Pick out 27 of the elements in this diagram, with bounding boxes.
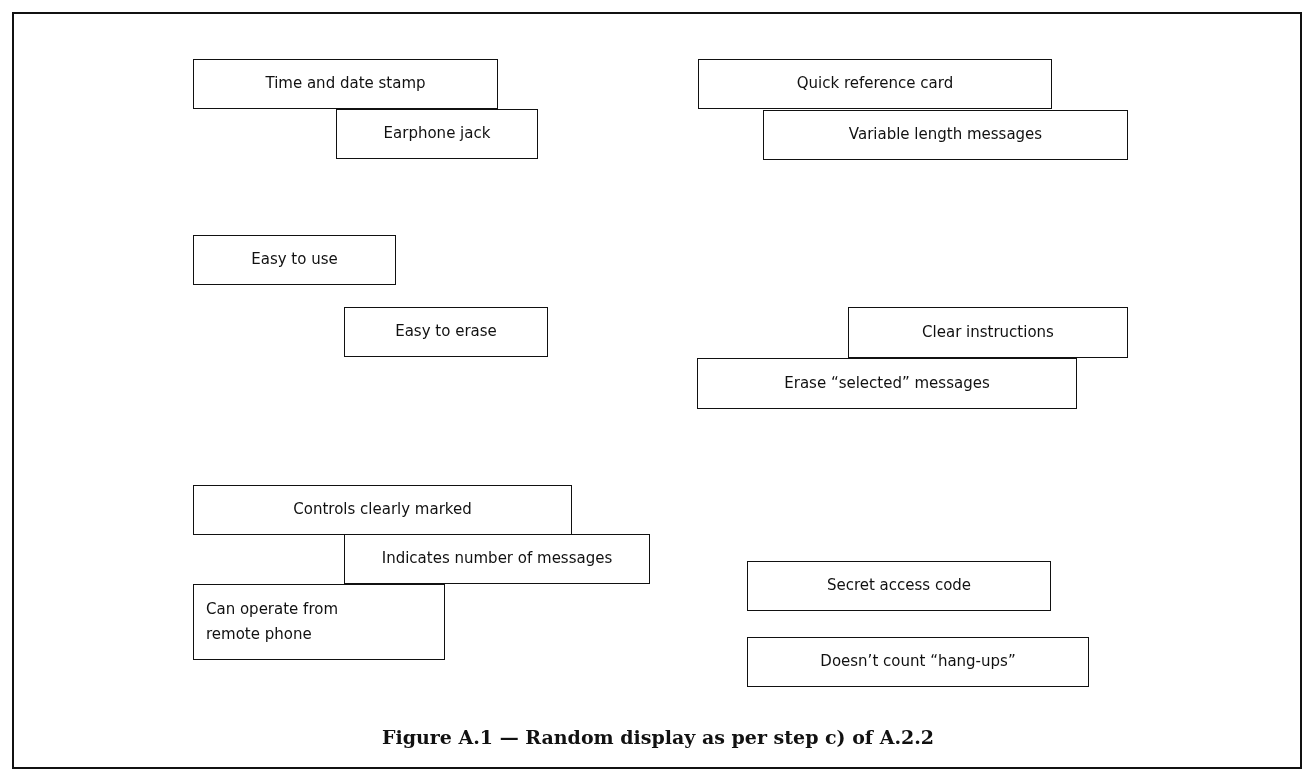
card-text: Easy to use [250, 249, 339, 271]
card [747, 637, 1089, 687]
card [193, 59, 498, 109]
card [344, 307, 548, 357]
card-text: Secret access code [825, 575, 973, 597]
card-text: Easy to erase [394, 321, 498, 343]
card [848, 307, 1128, 358]
card-text: Time and date stamp [264, 73, 427, 95]
card [697, 358, 1077, 409]
card [193, 235, 396, 285]
card-text: Clear instructions [921, 321, 1055, 343]
card [344, 534, 650, 584]
card-text: Can operate from remote phone [205, 598, 339, 645]
card [193, 584, 445, 660]
card-text: Earphone jack [382, 123, 492, 145]
card-text: Variable length messages [847, 124, 1044, 146]
figure-caption: Figure A.1 — Random display as per step c) of A.2.2 [380, 726, 936, 748]
card [698, 59, 1052, 109]
card [747, 561, 1051, 611]
card [336, 109, 538, 159]
card-text: Indicates number of messages [380, 548, 614, 570]
card-text: Controls clearly marked [292, 499, 473, 521]
card-text: Doesn’t count “hang-ups” [819, 651, 1017, 673]
card-text: Quick reference card [795, 73, 955, 95]
card-text: Erase “selected” messages [783, 372, 991, 394]
card [763, 110, 1128, 160]
card [193, 485, 572, 535]
